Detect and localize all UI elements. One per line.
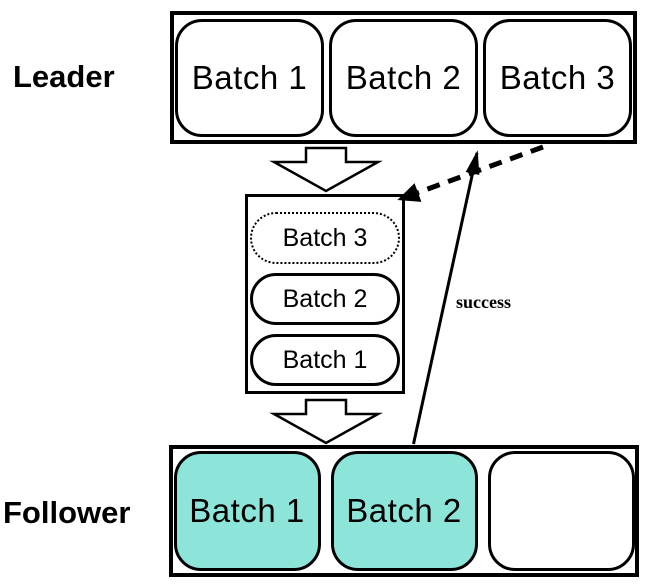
success-label: success <box>456 292 511 312</box>
follower-empty-slot <box>487 451 635 571</box>
leader-label: Leader <box>13 59 115 94</box>
queue-batch-1: Batch 1 <box>250 334 400 386</box>
leader-batches-container: Batch 1 Batch 2 Batch 3 <box>170 11 637 144</box>
follower-batches-container: Batch 1 Batch 2 <box>169 445 639 577</box>
next-batch-dashed-arrow-icon <box>397 144 544 202</box>
follower-batch-2: Batch 2 <box>330 451 478 571</box>
leader-to-queue-arrow-icon <box>269 146 383 193</box>
queue-batch-2: Batch 2 <box>250 273 400 325</box>
queue-batch-3-pending: Batch 3 <box>250 212 400 264</box>
leader-batch-1: Batch 1 <box>175 18 324 137</box>
leader-batch-2: Batch 2 <box>329 18 478 137</box>
queue-to-follower-arrow-icon <box>269 398 383 445</box>
replication-queue: Batch 3 Batch 2 Batch 1 <box>245 194 405 394</box>
follower-label: Follower <box>3 495 131 530</box>
leader-batch-3: Batch 3 <box>483 18 632 137</box>
follower-batch-1: Batch 1 <box>173 451 321 571</box>
